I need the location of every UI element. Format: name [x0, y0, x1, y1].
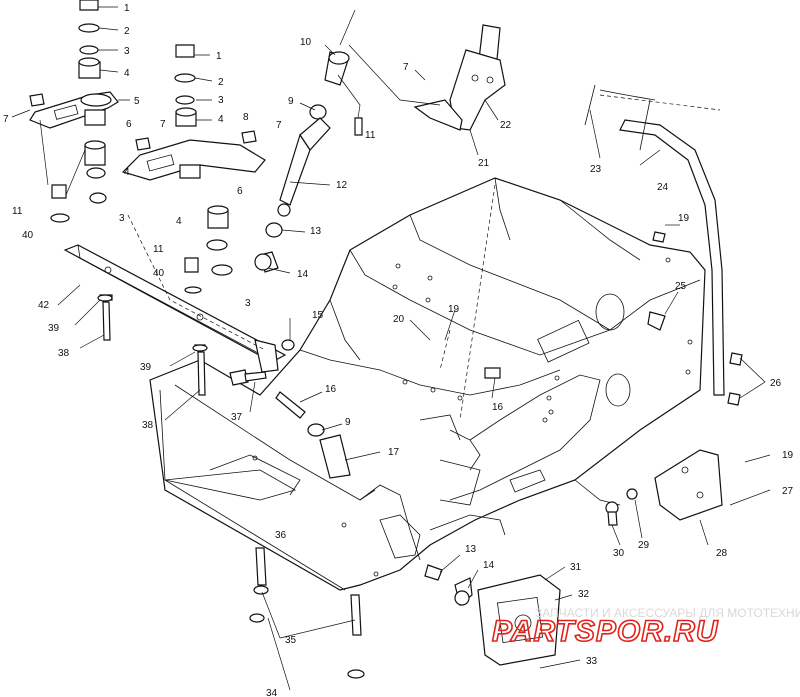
bottom-plate [477, 574, 561, 666]
callout-label: 1 [216, 51, 222, 62]
callout-label: 20 [393, 314, 405, 325]
callout-label: 42 [38, 300, 50, 311]
hardware [275, 231, 743, 607]
watermark: ЗАПЧАСТИ И АКСЕССУАРЫ ДЛЯ МОТОТЕХНИКИ PA… [491, 606, 800, 649]
callout-label: 31 [570, 562, 582, 573]
callout-label: 3 [218, 95, 224, 106]
callout-label: 10 [300, 37, 312, 48]
callout-label: 7 [160, 119, 166, 130]
watermark-caption: ЗАПЧАСТИ И АКСЕССУАРЫ ДЛЯ МОТОТЕХНИКИ [535, 606, 800, 620]
callout-labels: 1 2 3 4 5 7 6 4 3 11 40 1 2 3 4 8 7 7 6 … [3, 3, 794, 697]
callout-label: 4 [218, 114, 224, 125]
right-bracket [605, 449, 723, 526]
callout-label: 24 [657, 182, 669, 193]
callout-label: 11 [12, 206, 23, 217]
callout-label: 8 [243, 112, 249, 123]
callout-label: 19 [678, 213, 690, 224]
left-linkage-stack [29, 0, 119, 223]
callout-label: 35 [285, 635, 297, 646]
callout-label: 25 [675, 281, 687, 292]
callout-label: 4 [124, 167, 130, 178]
callout-label: 34 [266, 688, 278, 697]
callout-label: 7 [3, 114, 9, 125]
steering-post [413, 24, 506, 131]
callout-label: 17 [388, 447, 400, 458]
callout-label: 15 [312, 310, 324, 321]
callout-label: 6 [126, 119, 132, 130]
middle-linkage-stack [121, 44, 266, 294]
callout-label: 2 [124, 26, 130, 37]
callout-label: 22 [500, 120, 512, 131]
callout-label: 29 [638, 540, 650, 551]
callout-label: 5 [134, 96, 140, 107]
callout-label: 26 [770, 378, 782, 389]
callout-label: 36 [275, 530, 287, 541]
callout-label: 3 [119, 213, 125, 224]
callout-label: 28 [716, 548, 728, 559]
callout-label: 14 [297, 269, 309, 280]
callout-label: 12 [336, 180, 348, 191]
callout-label: 39 [48, 323, 60, 334]
alignment-lines [127, 94, 721, 421]
callout-label: 6 [237, 186, 243, 197]
callout-label: 33 [586, 656, 598, 667]
callout-label: 19 [448, 304, 460, 315]
callout-label: 32 [578, 589, 590, 600]
callout-label: 3 [245, 298, 251, 309]
callout-label: 30 [613, 548, 625, 559]
callout-label: 11 [365, 130, 376, 141]
callout-label: 9 [288, 96, 294, 107]
callout-label: 3 [124, 46, 130, 57]
callout-label: 16 [492, 402, 504, 413]
watermark-logo: PARTSPOR.RU [492, 615, 719, 648]
callout-label: 19 [782, 450, 794, 461]
callout-label: 7 [403, 62, 409, 73]
cross-bar [63, 244, 295, 396]
callout-label: 4 [176, 216, 182, 227]
callout-label: 40 [153, 268, 165, 279]
callout-label: 16 [325, 384, 337, 395]
callout-label: 9 [345, 417, 351, 428]
callout-label: 40 [22, 230, 34, 241]
callout-label: 2 [218, 77, 224, 88]
callout-label: 38 [58, 348, 70, 359]
callout-label: 38 [142, 420, 154, 431]
callout-label: 13 [310, 226, 322, 237]
bottom-bolts [249, 547, 365, 679]
callout-label: 7 [276, 120, 282, 131]
callout-label: 14 [483, 560, 495, 571]
callout-label: 23 [590, 164, 602, 175]
handlebar [584, 84, 725, 396]
callout-label: 4 [124, 68, 130, 79]
callout-label: 13 [465, 544, 477, 555]
callout-label: 37 [231, 412, 243, 423]
callout-label: 21 [478, 158, 490, 169]
callout-label: 39 [140, 362, 152, 373]
chassis-frame [149, 177, 706, 591]
callout-label: 11 [153, 244, 164, 255]
callout-label: 1 [124, 3, 130, 14]
tie-rod-assembly [254, 51, 363, 273]
callout-label: 27 [782, 486, 794, 497]
leader-lines [11, 6, 771, 691]
